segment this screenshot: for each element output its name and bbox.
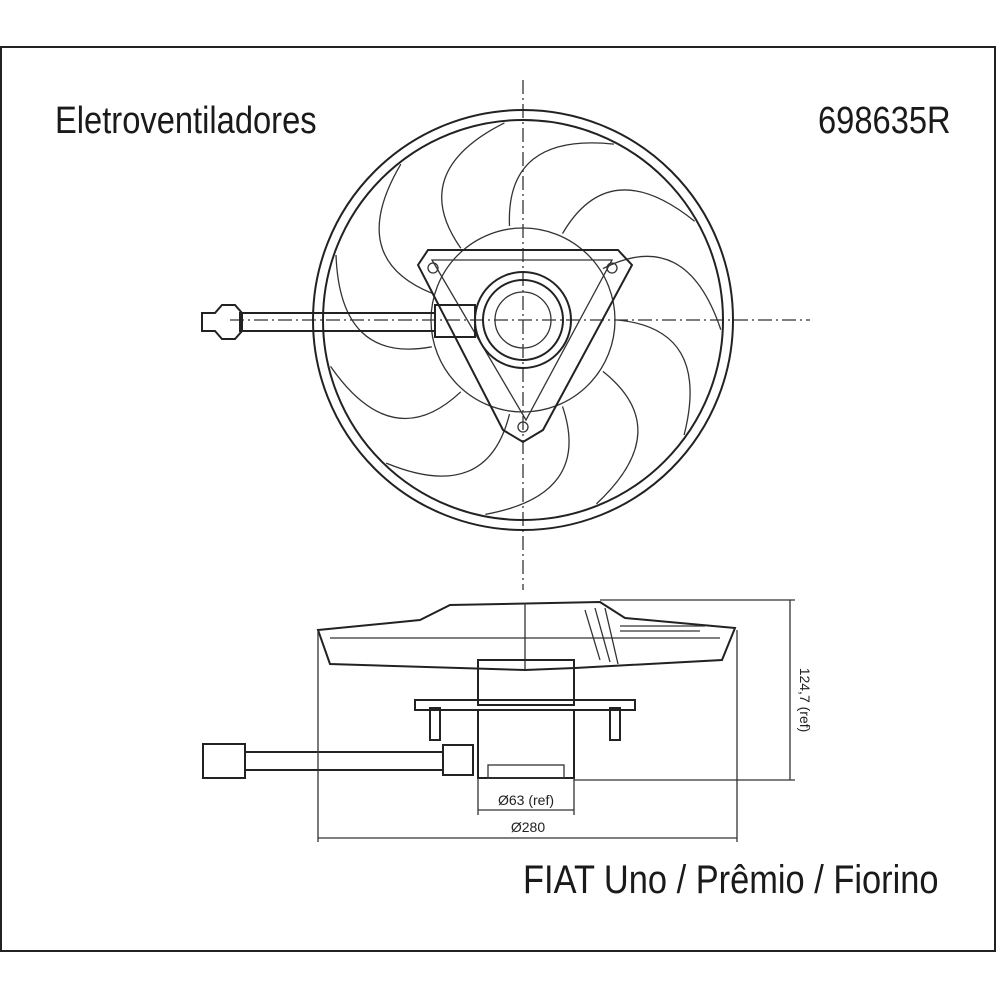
motor-ring	[430, 227, 616, 413]
fan-blade	[329, 366, 462, 420]
fan-front-view	[201, 80, 810, 590]
triangular-bracket	[416, 249, 634, 444]
motor-upper	[477, 659, 575, 706]
motor-body	[477, 709, 575, 779]
shroud-inner-ring	[322, 119, 724, 521]
fan-blade	[561, 189, 696, 234]
fan-blade	[485, 406, 570, 516]
fan-blade	[441, 122, 505, 249]
fan-blade	[602, 255, 722, 330]
side-power-cable	[244, 751, 444, 771]
mount-hole-right	[606, 262, 618, 274]
cable-clip	[434, 304, 476, 338]
dim-hub-diameter: Ø63 (ref)	[498, 792, 554, 808]
part-number: 698635R	[818, 100, 951, 142]
category-title: Eletroventiladores	[55, 100, 317, 142]
hub-middle	[482, 279, 564, 361]
motor-bottom-cap	[487, 764, 565, 779]
power-cable	[239, 312, 436, 332]
mount-hole-bottom	[517, 421, 529, 433]
fan-blade	[595, 370, 639, 505]
mount-stud-left	[429, 707, 441, 741]
fan-blade	[617, 319, 691, 436]
fan-blade	[385, 413, 511, 477]
side-connector-plug	[202, 743, 246, 779]
fan-blades	[329, 122, 722, 516]
blade-hatching	[584, 607, 705, 665]
dim-fan-diameter: Ø280	[511, 819, 545, 835]
hub-inner	[494, 291, 552, 349]
mount-stud-right	[609, 707, 621, 741]
bracket-inner-edge	[430, 259, 614, 422]
dim-height: 124,7 (ref)	[797, 668, 813, 733]
vehicle-application: FIAT Uno / Prêmio / Fiorino	[523, 858, 939, 902]
connector-plug	[201, 304, 243, 340]
side-cable-grommet	[442, 744, 474, 776]
fan-blade	[335, 254, 432, 350]
drawing-frame	[0, 46, 996, 952]
fan-blade	[508, 142, 614, 227]
fan-blade	[378, 163, 433, 294]
shroud-outer-ring	[312, 109, 734, 531]
blade-plate	[316, 600, 737, 672]
fan-side-view: Ø63 (ref) Ø280 124,7 (ref)	[202, 599, 813, 842]
mount-hole-left	[427, 262, 439, 274]
